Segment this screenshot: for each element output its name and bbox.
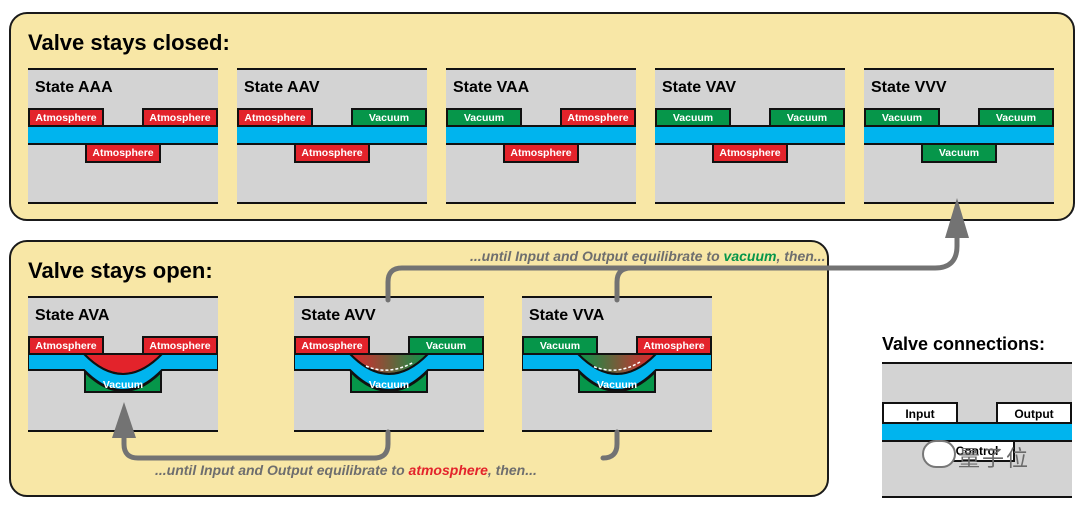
input-port: Vacuum <box>446 108 522 126</box>
closed-panel-title: Valve stays closed: <box>28 30 230 55</box>
output-port: Vacuum <box>351 108 427 126</box>
connections-diagram: Input Output Control <box>882 362 1072 498</box>
output-port: Atmosphere <box>142 108 218 126</box>
input-port: Atmosphere <box>28 336 104 354</box>
output-port: Vacuum <box>769 108 845 126</box>
state-label: State AVV <box>301 307 376 324</box>
control-port-label: Vacuum <box>596 379 638 391</box>
arrow-to-vacuum-b <box>614 265 634 303</box>
wechat-logo-icon <box>922 440 956 468</box>
arrow-to-vacuum-a <box>385 219 960 303</box>
output-port: Vacuum <box>408 336 484 354</box>
input-port: Atmosphere <box>28 108 104 126</box>
connections-channel <box>882 422 1072 442</box>
control-port-label: Vacuum <box>102 379 144 391</box>
state-label: State VAV <box>662 79 737 96</box>
control-pocket <box>350 369 428 393</box>
control-pocket <box>578 369 656 393</box>
control-pocket <box>84 369 162 393</box>
arrowhead-up-vvv <box>945 198 969 238</box>
fluid-channel <box>655 125 845 145</box>
flow-direction-icon <box>365 361 415 371</box>
control-port-label: Control <box>939 442 1015 462</box>
state-label: State VAA <box>453 79 530 96</box>
output-port: Atmosphere <box>560 108 636 126</box>
input-port: Vacuum <box>655 108 731 126</box>
control-port: Atmosphere <box>85 145 161 163</box>
fluid-channel <box>864 125 1054 145</box>
control-port: Atmosphere <box>503 145 579 163</box>
flow-direction-icon <box>591 361 641 371</box>
control-port-label: Vacuum <box>368 379 410 391</box>
output-port: Vacuum <box>978 108 1054 126</box>
atmosphere-highlight: atmosphere <box>408 462 488 478</box>
flow-caption-vacuum: ...until Input and Output equilibrate to… <box>470 248 826 264</box>
state-label: State AAA <box>35 79 113 96</box>
deflected-membrane <box>522 353 712 393</box>
watermark: 量子位 <box>958 446 1031 471</box>
fluid-channel <box>28 125 218 145</box>
control-port: Atmosphere <box>712 145 788 163</box>
output-port: Atmosphere <box>142 336 218 354</box>
state-label: State VVA <box>529 307 605 324</box>
state-label: State AAV <box>244 79 320 96</box>
open-panel-title: Valve stays open: <box>28 258 213 283</box>
input-port-label: Input <box>882 402 958 424</box>
arrowhead-up-ava <box>112 402 136 438</box>
input-port: Vacuum <box>522 336 598 354</box>
input-port: Atmosphere <box>237 108 313 126</box>
deflected-membrane <box>294 353 484 393</box>
flow-caption-atmosphere: ...until Input and Output equilibrate to… <box>155 462 537 478</box>
arrow-to-atmosphere-a <box>121 427 391 461</box>
output-port: Atmosphere <box>636 336 712 354</box>
state-label: State AVA <box>35 307 110 324</box>
fluid-channel <box>237 125 427 145</box>
arrow-to-atmosphere-b <box>600 429 620 461</box>
deflected-membrane <box>28 353 218 393</box>
input-port: Atmosphere <box>294 336 370 354</box>
vacuum-highlight: vacuum <box>723 248 777 264</box>
connections-title: Valve connections: <box>882 334 1046 354</box>
output-port-label: Output <box>996 402 1072 424</box>
fluid-channel <box>446 125 636 145</box>
input-port: Vacuum <box>864 108 940 126</box>
control-port: Atmosphere <box>294 145 370 163</box>
state-label: State VVV <box>871 79 947 96</box>
control-port: Vacuum <box>921 145 997 163</box>
